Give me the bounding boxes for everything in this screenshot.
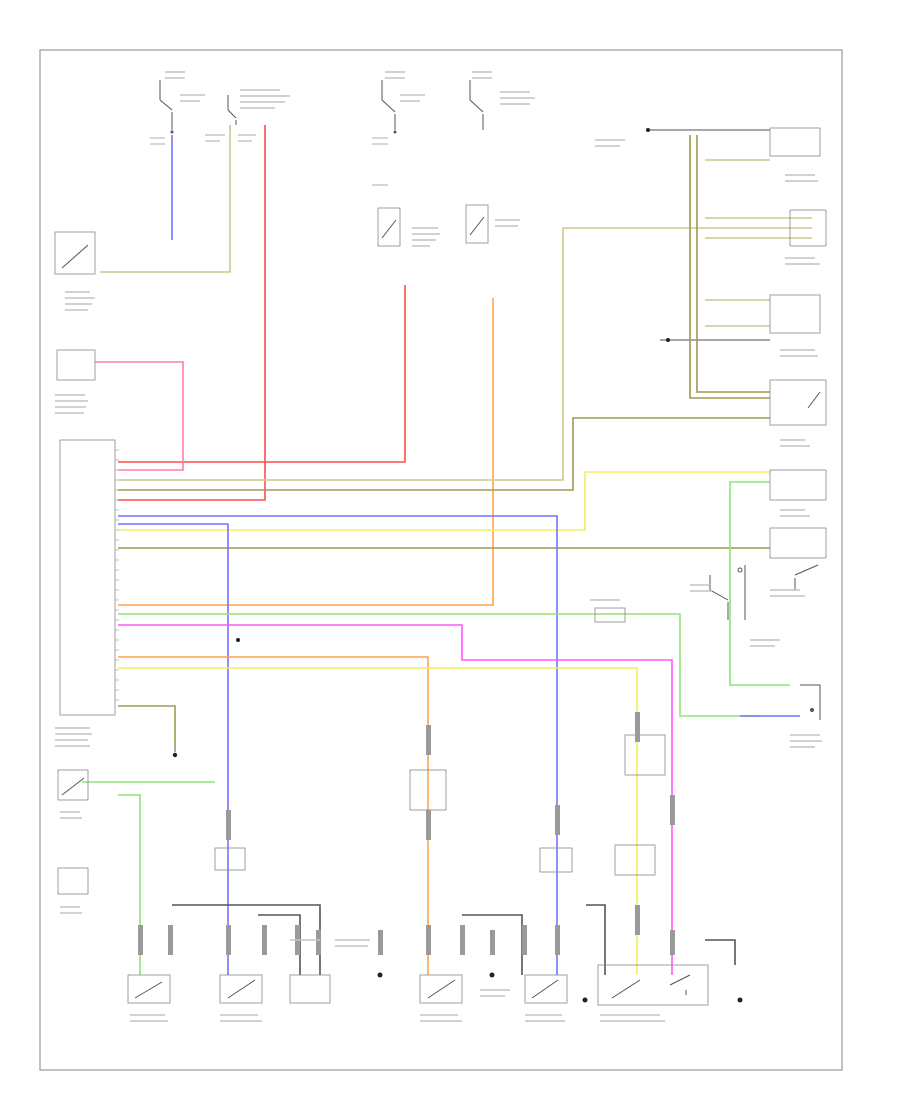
- wire-pink-ecm: [95, 361, 184, 471]
- ground-mid-1: [236, 638, 240, 642]
- bottom-ground-1: [377, 972, 383, 978]
- wire-yellow-right: [118, 471, 770, 531]
- bottom-switch-4: [419, 974, 463, 1004]
- bottom-ground-2: [489, 972, 495, 978]
- wire-green-right: [729, 481, 790, 686]
- diagram-border: [39, 49, 843, 1071]
- wire-red-main: [118, 125, 266, 501]
- wire-khaki-right: [118, 227, 812, 481]
- fuse-top-2: [227, 95, 237, 125]
- wire-olive-bundle: [689, 135, 770, 399]
- wire-bottom-bus-5: [705, 939, 736, 965]
- wire-magenta-lower: [118, 624, 673, 975]
- ecm-module: [59, 439, 116, 716]
- bottom-switch-3: [289, 974, 331, 1004]
- ground-right-top: [646, 128, 650, 132]
- wire-olive-ground: [118, 705, 176, 748]
- connector-right-2: [789, 209, 827, 247]
- wire-green-main: [118, 613, 760, 717]
- switch-left-top: [54, 231, 96, 275]
- wire-blue-ecm: [118, 515, 558, 975]
- wire-bottom-bus-4: [586, 904, 606, 975]
- connector-mid-1: [214, 847, 246, 871]
- label-marks: [55, 71, 822, 1022]
- bottom-switch-6: [597, 964, 709, 1006]
- switch-left-lower-1: [57, 769, 89, 801]
- fuse-top-4: [469, 80, 484, 130]
- wire-yellow-lower: [118, 667, 638, 975]
- connector-right-5: [769, 469, 827, 501]
- bottom-ground-4: [737, 997, 743, 1003]
- fuse-top-1: [159, 80, 174, 134]
- connector-right-4: [769, 379, 827, 426]
- fuse-lower-center: [594, 607, 626, 623]
- wire-green-lower-left-2: [118, 794, 141, 975]
- relay-center-right: [465, 204, 489, 244]
- bottom-switch-5: [524, 974, 568, 1004]
- connector-mid-5: [624, 734, 666, 776]
- connector-right-6: [769, 527, 827, 559]
- sensor-left: [56, 349, 96, 381]
- bottom-switch-2: [219, 974, 263, 1004]
- bottom-switch-1: [127, 974, 171, 1004]
- wire-red-sensor: [118, 285, 406, 463]
- wire-olive-right-1: [118, 417, 770, 491]
- connector-mid-4: [614, 844, 656, 876]
- wire-khaki-left-switch: [100, 125, 231, 273]
- switch-far-right: [794, 564, 819, 590]
- wire-orange-lower: [118, 656, 429, 975]
- sensor-right-lower: [800, 684, 821, 720]
- bottom-ground-3: [582, 997, 588, 1003]
- ground-right-mid: [666, 338, 670, 342]
- connector-right-1: [769, 127, 821, 157]
- wire-blue-down: [118, 523, 229, 975]
- wire-olive-bundle-2: [696, 135, 770, 393]
- fuse-top-3: [381, 80, 397, 134]
- wires: [82, 125, 812, 975]
- connector-mid-3: [539, 847, 573, 873]
- connector-stubs: [138, 712, 675, 955]
- switch-left-lower-2: [57, 867, 89, 895]
- wire-orange-center: [118, 298, 494, 606]
- ecm-pin-ticks: [115, 449, 119, 701]
- ground-left-1: [172, 748, 178, 758]
- switch-right-mid: [709, 565, 746, 620]
- connector-right-3: [769, 294, 821, 334]
- relay-center-left: [377, 207, 401, 247]
- components: [54, 80, 827, 1006]
